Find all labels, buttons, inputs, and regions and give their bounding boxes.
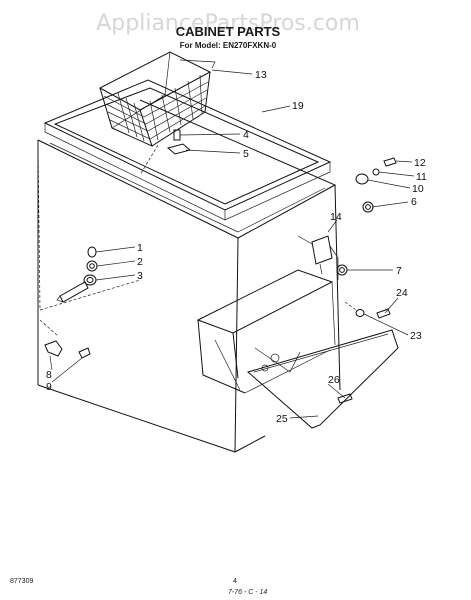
model-line: For Model: EN270FXKN-0 bbox=[180, 41, 277, 50]
callout-5: 5 bbox=[243, 148, 249, 160]
page-number: 4 bbox=[233, 578, 237, 585]
callout-1: 1 bbox=[137, 242, 143, 254]
drain-cap-parts bbox=[39, 319, 91, 359]
callout-13: 13 bbox=[255, 69, 267, 81]
callout-3: 3 bbox=[137, 270, 143, 282]
callout-2: 2 bbox=[137, 256, 143, 268]
callout-26: 26 bbox=[328, 374, 340, 386]
leader-lines bbox=[49, 69, 415, 419]
callout-6: 6 bbox=[411, 196, 417, 208]
callout-11: 11 bbox=[416, 171, 427, 183]
drain-parts bbox=[56, 246, 98, 303]
callout-labels: 1 2 3 4 5 6 7 8 9 10 11 12 13 14 19 23 2… bbox=[46, 69, 427, 425]
lid-gasket bbox=[43, 79, 332, 221]
diagram-title: CABINET PARTS bbox=[176, 24, 281, 39]
callout-23: 23 bbox=[410, 330, 422, 342]
watermark-text: AppliancePartsPros.com bbox=[96, 11, 360, 36]
callout-19: 19 bbox=[292, 100, 304, 112]
callout-14: 14 bbox=[330, 211, 342, 223]
compressor-compartment bbox=[196, 269, 336, 394]
hinge-parts bbox=[139, 129, 192, 176]
right-side-parts bbox=[336, 157, 397, 276]
handwritten-date: 7-76 - C - 14 bbox=[228, 589, 267, 596]
callout-9: 9 bbox=[46, 381, 52, 393]
callout-4: 4 bbox=[243, 129, 249, 141]
callout-25: 25 bbox=[276, 413, 288, 425]
callout-24: 24 bbox=[396, 287, 408, 299]
thermostat bbox=[297, 235, 339, 280]
doc-code: 877309 bbox=[10, 578, 33, 585]
cabinet-body bbox=[37, 99, 341, 453]
callout-12: 12 bbox=[414, 157, 426, 169]
access-panel bbox=[246, 301, 399, 429]
callout-8: 8 bbox=[46, 369, 52, 381]
callout-10: 10 bbox=[412, 183, 424, 195]
callout-7: 7 bbox=[396, 265, 402, 277]
wire-basket bbox=[98, 51, 216, 147]
